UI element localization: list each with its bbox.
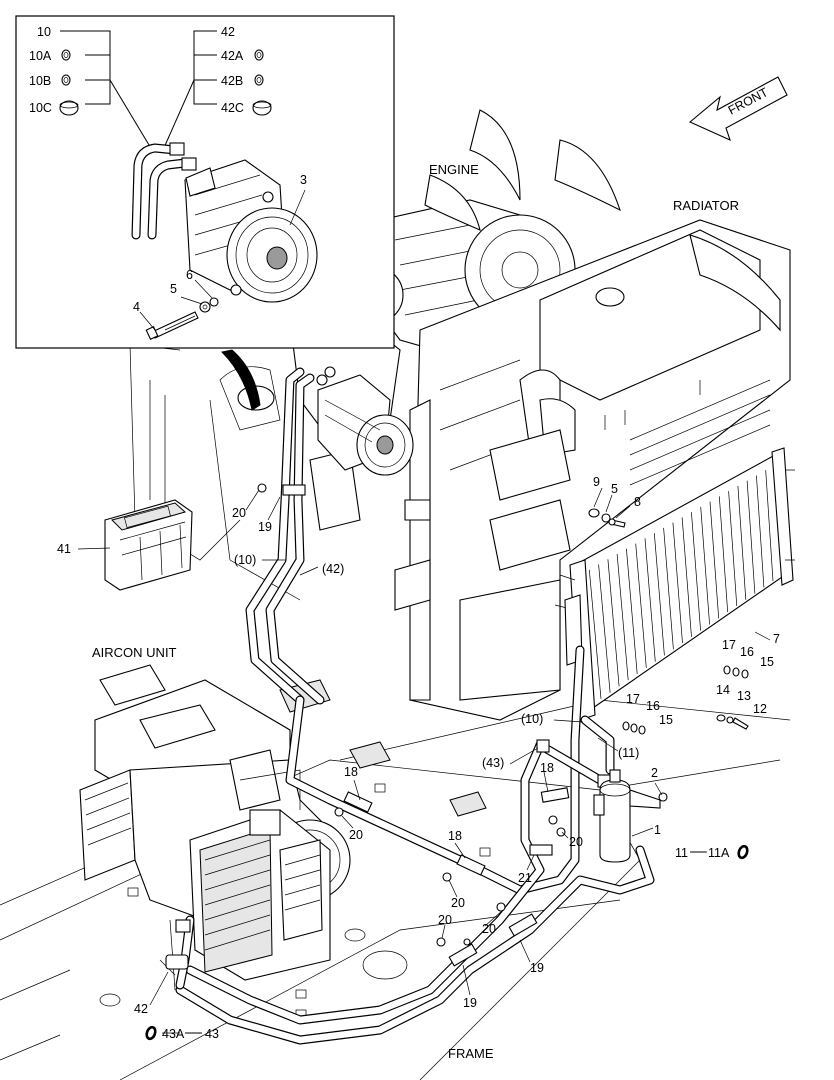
callout-4: 4 <box>133 300 140 314</box>
hose-fittings <box>165 484 611 970</box>
callout-10a: 10A <box>29 49 52 63</box>
callout-20-b: 20 <box>349 828 363 842</box>
callout-6: 6 <box>186 268 193 282</box>
receiver-drier-1 <box>593 769 661 863</box>
callout-1: 1 <box>654 823 661 837</box>
callout-11: 11 <box>675 846 688 860</box>
callout-17-a: 17 <box>722 638 736 652</box>
control-panel-41 <box>104 499 193 591</box>
callout-42-main: 42 <box>134 1002 148 1016</box>
callout-11a: 11A <box>708 846 730 860</box>
callout-42: 42 <box>221 25 235 39</box>
callout-15-a: 15 <box>760 655 774 669</box>
radiator <box>394 219 791 721</box>
callout-5-inset: 5 <box>170 282 177 296</box>
callout-labels: 10 10A 10B 10C 42 42A 42B 42C 3 4 5 6 EN… <box>29 25 780 1061</box>
callout-19-b: 19 <box>530 961 544 975</box>
callout-20-c: 20 <box>569 835 583 849</box>
callout-18-a: 18 <box>540 761 554 775</box>
callout-10b: 10B <box>29 74 51 88</box>
callout-10: 10 <box>37 25 51 39</box>
aircon-unit <box>79 664 351 991</box>
callout-h42: (42) <box>322 562 344 576</box>
radiator-label: RADIATOR <box>673 198 739 213</box>
callout-21: 21 <box>518 871 532 885</box>
front-arrow: FRONT <box>688 76 788 142</box>
callout-43: 43 <box>205 1027 219 1041</box>
callout-42a: 42A <box>221 49 244 63</box>
inset-detail <box>15 15 395 349</box>
callout-19-a: 19 <box>258 520 272 534</box>
dash-connectors <box>185 851 706 1034</box>
callout-20-e: 20 <box>438 913 452 927</box>
callout-20-a: 20 <box>232 506 246 520</box>
callout-18-c: 18 <box>448 829 462 843</box>
compressor-installed <box>316 366 414 476</box>
leader-lines <box>77 487 771 1034</box>
callout-20-d: 20 <box>451 896 465 910</box>
oring-43a-icon <box>145 1025 157 1041</box>
callout-16-b: 16 <box>646 699 660 713</box>
bolts-and-washers <box>257 483 749 947</box>
callout-42c: 42C <box>221 101 244 115</box>
engine-label: ENGINE <box>429 162 479 177</box>
frame-label: FRAME <box>448 1046 494 1061</box>
oring-symbols <box>145 844 749 1041</box>
callout-13: 13 <box>737 689 751 703</box>
callout-8: 8 <box>634 495 641 509</box>
callout-16-a: 16 <box>740 645 754 659</box>
callout-10c: 10C <box>29 101 52 115</box>
oring-11a-icon <box>737 844 749 860</box>
callout-14: 14 <box>716 683 730 697</box>
callout-h10-b: (10) <box>521 712 543 726</box>
callout-15-b: 15 <box>659 713 673 727</box>
callout-7: 7 <box>773 632 780 646</box>
callout-h11: (11) <box>618 746 639 760</box>
callout-41: 41 <box>57 542 71 556</box>
inset-pointer-arrow <box>220 349 261 411</box>
callout-3: 3 <box>300 173 307 187</box>
callout-5: 5 <box>611 482 618 496</box>
callout-9: 9 <box>593 475 600 489</box>
callout-20-f: 20 <box>482 922 496 936</box>
callout-42b: 42B <box>221 74 243 88</box>
hoses <box>175 367 655 1045</box>
callout-12: 12 <box>753 702 767 716</box>
callout-h10-a: (10) <box>234 553 256 567</box>
callout-2: 2 <box>651 766 658 780</box>
callout-19-c: 19 <box>463 996 477 1010</box>
callout-17-b: 17 <box>626 692 640 706</box>
callout-43a: 43A <box>162 1027 185 1041</box>
callout-18-b: 18 <box>344 765 358 779</box>
aircon-unit-label: AIRCON UNIT <box>92 645 177 660</box>
callout-h43: (43) <box>482 756 504 770</box>
